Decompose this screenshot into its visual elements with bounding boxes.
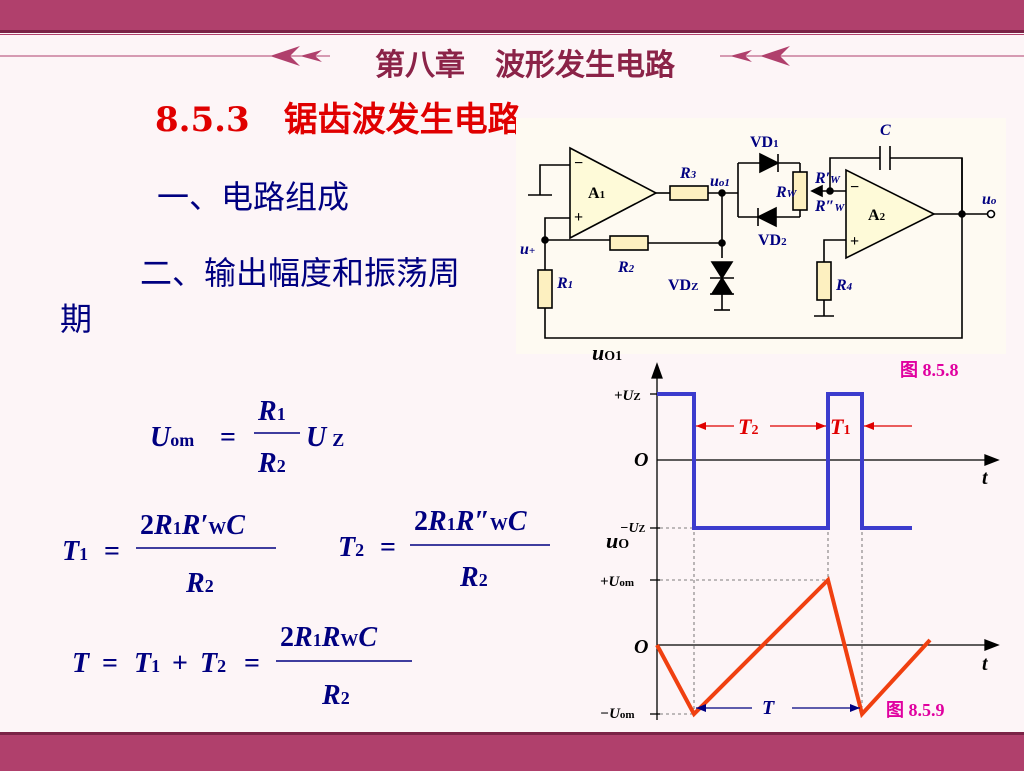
item-amplitude-period: 二、输出幅度和振荡周期 — [60, 254, 461, 338]
svg-text:=: = — [244, 648, 260, 679]
formula-t1: T1 = 2R1R′WC R2 — [62, 510, 276, 599]
top-bar — [0, 0, 1024, 33]
waveform-axes — [650, 362, 1000, 720]
resistor-r2 — [609, 235, 649, 251]
svg-text:VD1: VD1 — [750, 134, 779, 151]
svg-text:uO: uO — [606, 528, 629, 553]
caption-fig-8-5-9: 图 8.5.9 — [886, 700, 945, 720]
circuit-labels: C VD1 VD2 A1 A2 − + − + R1 R2 R3 R4 RW R… — [520, 122, 997, 294]
top-divider — [0, 34, 1024, 35]
svg-text:R2: R2 — [459, 562, 488, 593]
svg-text:R2: R2 — [185, 568, 214, 599]
period-t-arrows — [696, 704, 860, 712]
chapter-title: 第八章 波形发生电路 — [375, 48, 675, 83]
svg-text:T1: T1 — [134, 648, 160, 679]
svg-text:uo: uo — [982, 191, 997, 208]
svg-text:2R1R″WC: 2R1R″WC — [414, 506, 527, 537]
opamp-a1 — [569, 146, 658, 240]
svg-text:uo1: uo1 — [710, 173, 730, 190]
svg-text:R4: R4 — [835, 277, 853, 294]
svg-text:R1: R1 — [257, 396, 286, 427]
potentiometer-rw — [792, 171, 808, 211]
svg-text:t: t — [982, 467, 989, 489]
svg-text:R3: R3 — [679, 165, 697, 182]
svg-text:T1: T1 — [62, 536, 88, 567]
svg-text:T2: T2 — [338, 532, 364, 563]
diode-vd1 — [759, 152, 780, 174]
sawtooth-wave-uo — [655, 576, 932, 719]
svg-text:R2: R2 — [321, 680, 350, 711]
period-arrows — [696, 422, 912, 430]
svg-text:VD2: VD2 — [758, 232, 787, 249]
right-arrow-ornament-icon — [730, 46, 790, 66]
svg-text:R′W: R′W — [814, 170, 841, 187]
svg-text:uO1: uO1 — [592, 340, 622, 365]
svg-text:O: O — [634, 449, 648, 471]
svg-text:−: − — [574, 155, 583, 172]
svg-text:T2: T2 — [738, 414, 758, 439]
left-arrow-ornament-icon — [270, 46, 322, 66]
svg-text:VDZ: VDZ — [668, 277, 698, 294]
formula-t2: T2 = 2R1R″WC R2 — [338, 506, 550, 593]
svg-text:Uom: Uom — [150, 422, 194, 453]
svg-text:−UZ: −UZ — [620, 521, 646, 536]
svg-text:−: − — [850, 179, 859, 196]
svg-text:=: = — [220, 422, 236, 453]
circuit-diagram — [516, 118, 1006, 354]
svg-text:A1: A1 — [588, 185, 605, 202]
resistor-r1 — [537, 269, 553, 309]
label-c: C — [880, 122, 891, 139]
svg-text:R2: R2 — [257, 448, 286, 479]
svg-text:+: + — [574, 209, 583, 226]
svg-text:2R1RWC: 2R1RWC — [280, 622, 377, 653]
svg-text:T: T — [72, 648, 91, 679]
chapter-ornament — [0, 46, 1024, 66]
svg-text:+Uom: +Uom — [600, 574, 634, 590]
dashed-guides — [660, 394, 863, 715]
svg-text:t: t — [982, 653, 989, 675]
opamp-a2 — [845, 168, 936, 260]
caption-fig-8-5-8: 图 8.5.8 — [900, 360, 959, 380]
svg-text:=: = — [102, 648, 118, 679]
svg-text:RW: RW — [775, 184, 798, 201]
svg-text:A2: A2 — [868, 207, 886, 224]
svg-text:T: T — [762, 697, 775, 719]
svg-text:UZ: UZ — [306, 422, 344, 453]
waveform-labels: uO1 uO +UZ −UZ +Uom −Uom O O t t T2 T1 T — [592, 340, 989, 722]
svg-text:−Uom: −Uom — [600, 706, 635, 722]
svg-text:u+: u+ — [520, 241, 535, 258]
bottom-bar — [0, 732, 1024, 771]
svg-text:+UZ: +UZ — [614, 388, 641, 404]
svg-text:=: = — [380, 532, 396, 563]
svg-text:+: + — [850, 233, 859, 250]
svg-text:T1: T1 — [830, 414, 850, 439]
square-wave-uo1 — [657, 392, 912, 530]
svg-text:R″W: R″W — [814, 198, 846, 215]
resistor-r3 — [669, 185, 709, 201]
svg-text:T2: T2 — [200, 648, 226, 679]
section-title: 8.5.3 锯齿波发生电路 — [155, 100, 522, 140]
svg-text:O: O — [634, 636, 648, 658]
formula-t: T = T1 + T2 = 2R1RWC R2 — [72, 622, 412, 711]
svg-text:R1: R1 — [556, 275, 573, 292]
item-circuit-composition: 一、电路组成 — [157, 178, 350, 216]
svg-text:=: = — [104, 536, 120, 567]
svg-text:R2: R2 — [617, 259, 635, 276]
svg-text:+: + — [172, 648, 188, 679]
zener-vdz — [710, 261, 734, 280]
svg-text:2R1R′WC: 2R1R′WC — [140, 510, 245, 541]
resistor-r4 — [816, 261, 832, 301]
